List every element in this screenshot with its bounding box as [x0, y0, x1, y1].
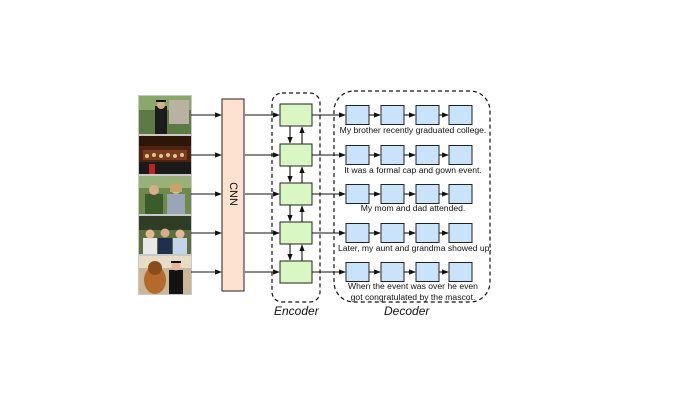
decoder-cell-4-2	[380, 223, 405, 243]
parents-photo	[138, 175, 192, 215]
caption-5-line-1: When the event was over he even	[348, 281, 478, 291]
decoder-cell-3-1	[345, 184, 370, 204]
encoder-cell-3	[279, 182, 313, 206]
encoder-cell-1	[279, 103, 313, 127]
encoder-cell-5	[279, 260, 313, 284]
caption-4: Later, my aunt and grandma showed up.	[338, 243, 492, 254]
caption-1-line-1: My brother recently graduated college.	[339, 125, 487, 135]
decoder-cell-2-3	[415, 145, 440, 165]
decoder-cell-3-3	[415, 184, 440, 204]
family-photo	[138, 215, 192, 255]
decoder-cell-3-2	[380, 184, 405, 204]
decoder-cell-5-4	[448, 262, 473, 282]
decoder-cell-1-3	[415, 105, 440, 125]
caption-2: It was a formal cap and gown event.	[338, 165, 488, 176]
graduate-photo	[138, 95, 192, 135]
decoder-cell-5-2	[380, 262, 405, 282]
decoder-cell-4-4	[448, 223, 473, 243]
decoder-cell-3-4	[448, 184, 473, 204]
ceremony-photo	[138, 135, 192, 175]
decoder-cell-2-1	[345, 145, 370, 165]
decoder-label: Decoder	[384, 304, 430, 318]
encoder-group	[271, 92, 321, 303]
caption-4-line-1: Later, my aunt and grandma showed up.	[338, 243, 492, 253]
caption-5-line-2: got congratulated by the mascot.	[350, 291, 476, 302]
mascot-photo	[138, 255, 192, 295]
cnn-label: CNN	[227, 182, 239, 206]
decoder-cell-5-1	[345, 262, 370, 282]
caption-3: My mom and dad attended.	[338, 203, 488, 214]
cnn-block	[221, 98, 245, 292]
caption-1: My brother recently graduated college.	[338, 125, 488, 136]
encoder-cell-2	[279, 143, 313, 167]
decoder-cell-1-1	[345, 105, 370, 125]
decoder-cell-1-2	[380, 105, 405, 125]
decoder-cell-5-3	[415, 262, 440, 282]
caption-3-line-1: My mom and dad attended.	[360, 203, 466, 213]
encoder-cell-4	[279, 221, 313, 245]
decoder-cell-1-4	[448, 105, 473, 125]
decoder-cell-2-4	[448, 145, 473, 165]
caption-2-line-1: It was a formal cap and gown event.	[344, 165, 482, 175]
caption-5: When the event was over he even got cong…	[338, 281, 488, 302]
encoder-label: Encoder	[274, 304, 319, 318]
decoder-cell-2-2	[380, 145, 405, 165]
decoder-group	[333, 90, 491, 303]
decoder-cell-4-1	[345, 223, 370, 243]
decoder-cell-4-3	[415, 223, 440, 243]
